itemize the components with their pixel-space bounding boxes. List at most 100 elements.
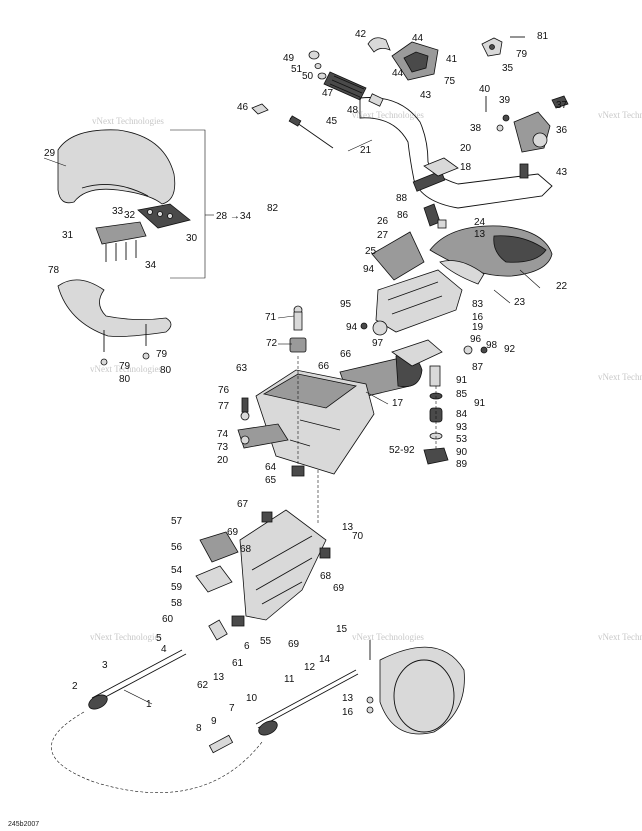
callout-number: 45	[326, 116, 338, 127]
callout-number: 89	[456, 459, 468, 470]
callout-number: 96	[470, 334, 482, 345]
watermark-text: vNext Technologies	[598, 632, 642, 642]
callout-number: 93	[456, 422, 468, 433]
callout-number: 80	[119, 374, 131, 385]
callout-number: 13	[213, 672, 225, 683]
callout-number: 66	[318, 361, 330, 372]
callout-number: 95	[340, 299, 352, 310]
callout-number: 29	[44, 148, 56, 159]
leader-lines	[43, 139, 541, 705]
watermark-text: vNext Technologies	[352, 110, 424, 120]
cable-parts	[51, 615, 465, 793]
left-cover-parts	[57, 129, 191, 366]
callout-number: 43	[556, 167, 568, 178]
callout-number: 88	[396, 193, 408, 204]
callout-number: 24	[474, 217, 486, 228]
callout-number: 56	[171, 542, 183, 553]
watermark-layer: vNext Technologies vNext Technologies vN…	[90, 110, 642, 642]
callout-number: 12	[304, 662, 316, 673]
callout-number: 83	[472, 299, 484, 310]
callout-number: 66	[340, 349, 352, 360]
callout-number: 71	[265, 312, 277, 323]
watermark-text: vNext Technologies	[90, 632, 162, 642]
callout-number: 48	[347, 105, 359, 116]
callout-number: 20	[217, 455, 229, 466]
callout-number: 57	[171, 516, 183, 527]
callout-number: 79	[119, 361, 131, 372]
callout-number: 36	[556, 125, 568, 136]
callout-number: 15	[336, 624, 348, 635]
callout-number: 13	[342, 693, 354, 704]
group-label: 28 →34	[216, 211, 251, 222]
callout-number: 37	[556, 100, 568, 111]
callout-number: 91	[474, 398, 486, 409]
callout-number: 10	[246, 693, 258, 704]
callout-number: 94	[346, 322, 358, 333]
callout-number: 14	[319, 654, 331, 665]
callout-number: 78	[48, 265, 60, 276]
watermark-text: vNext Technologies	[598, 372, 642, 382]
callout-number: 67	[237, 499, 249, 510]
callout-number: 4	[161, 644, 167, 655]
callout-number: 52-92	[389, 445, 415, 456]
callout-number: 16	[472, 312, 484, 323]
callout-number: 90	[456, 447, 468, 458]
callout-number: 53	[456, 434, 468, 445]
callout-number: 6	[244, 641, 250, 652]
watermark-text: vNext Technologies	[92, 116, 164, 126]
callout-number: 18	[460, 162, 472, 173]
callout-number: 47	[322, 88, 334, 99]
callout-number: 31	[62, 230, 74, 241]
callout-number: 69	[227, 527, 239, 538]
callout-number: 62	[197, 680, 209, 691]
callout-number: 41	[446, 54, 458, 65]
callout-number: 39	[499, 95, 511, 106]
callout-number: 27	[377, 230, 389, 241]
callout-number: 40	[479, 84, 491, 95]
callout-number: 79	[516, 49, 528, 60]
callout-number: 8	[196, 723, 202, 734]
callout-number: 13	[342, 522, 354, 533]
callout-number: 68	[240, 544, 252, 555]
callout-number: 74	[217, 429, 229, 440]
callout-number: 22	[556, 281, 568, 292]
callout-number: 35	[502, 63, 514, 74]
callout-number: 32	[124, 210, 136, 221]
callout-number: 84	[456, 409, 468, 420]
callout-number: 30	[186, 233, 198, 244]
callout-number: 9	[211, 716, 217, 727]
callout-number: 26	[377, 216, 389, 227]
callout-number: 76	[218, 385, 230, 396]
callout-number: 42	[355, 29, 367, 40]
callout-number: 82	[267, 203, 279, 214]
handlebar-top-parts	[251, 36, 569, 209]
callout-number: 50	[302, 71, 314, 82]
callout-number: 64	[265, 462, 277, 473]
callout-number: 54	[171, 565, 183, 576]
callout-number: 1	[146, 699, 152, 710]
callout-number: 69	[288, 639, 300, 650]
callout-number: 72	[266, 338, 278, 349]
callout-number: 43	[420, 90, 432, 101]
callout-number: 5	[156, 633, 162, 644]
callout-number: 68	[320, 571, 332, 582]
callout-number: 87	[472, 362, 484, 373]
callout-number: 75	[444, 76, 456, 87]
callout-number: 58	[171, 598, 183, 609]
callout-number: 91	[456, 375, 468, 386]
callout-number: 44	[412, 33, 424, 44]
callout-number: 77	[218, 401, 230, 412]
callout-number: 2	[72, 681, 78, 692]
callout-number: 63	[236, 363, 248, 374]
callout-number: 23	[514, 297, 526, 308]
callout-number: 81	[537, 31, 549, 42]
callout-number: 34	[145, 260, 157, 271]
callout-number: 70	[352, 531, 364, 542]
callout-number: 11	[284, 674, 295, 685]
callout-number: 25	[365, 246, 377, 257]
housing-parts	[195, 356, 375, 621]
callout-number: 16	[342, 707, 354, 718]
callout-number: 59	[171, 582, 183, 593]
callout-number: 65	[265, 475, 277, 486]
callout-number: 55	[260, 636, 272, 647]
